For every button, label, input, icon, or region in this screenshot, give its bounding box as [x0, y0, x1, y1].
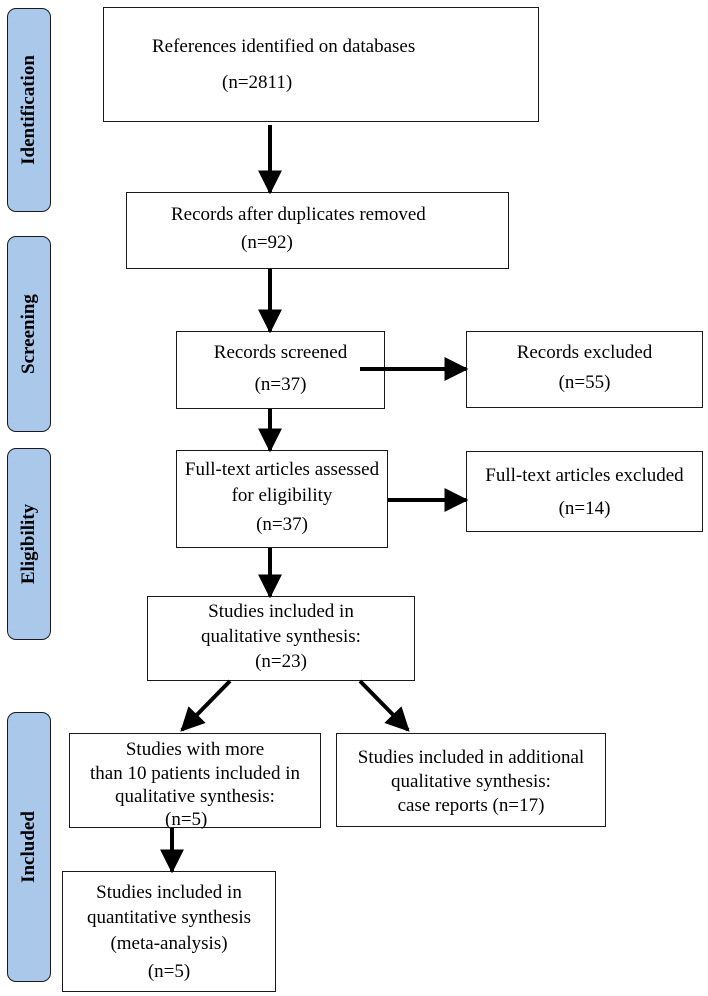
more-than-10-text-3: qualitative synthesis:: [115, 786, 275, 807]
box-records-screened: Records screened (n=37): [176, 331, 385, 409]
more-than-10-text-1: Studies with more: [125, 739, 265, 760]
fulltext-excluded-text: Full-text articles excluded: [485, 465, 684, 486]
references-identified-text: References identified on databases: [152, 36, 416, 57]
quantitative-synthesis-count: (n=5): [147, 961, 191, 982]
phase-screening: Screening: [7, 236, 51, 432]
fulltext-assessed-text-2: for eligibility: [231, 485, 333, 506]
records-screened-text: Records screened: [213, 342, 348, 363]
box-case-reports: Studies included in additional qualitati…: [336, 733, 606, 827]
box-quantitative-synthesis: Studies included in quantitative synthes…: [62, 871, 276, 992]
phase-included: Included: [7, 712, 51, 982]
case-reports-text-2: qualitative synthesis:: [391, 771, 551, 792]
box-fulltext-assessed: Full-text articles assessed for eligibil…: [176, 450, 388, 548]
box-duplicates-removed: Records after duplicates removed (n=92): [126, 192, 509, 269]
quantitative-synthesis-text-1: Studies included in: [96, 882, 242, 903]
box-records-excluded: Records excluded (n=55): [466, 331, 703, 408]
box-fulltext-excluded: Full-text articles excluded (n=14): [466, 451, 703, 532]
box-more-than-10-patients: Studies with more than 10 patients inclu…: [69, 733, 321, 830]
quantitative-synthesis-text-3: (meta-analysis): [110, 933, 228, 954]
records-screened-count: (n=37): [254, 374, 307, 395]
qualitative-synthesis-count: (n=23): [255, 651, 307, 672]
duplicates-removed-text: Records after duplicates removed: [171, 204, 426, 225]
case-reports-text-3: case reports (n=17): [397, 795, 545, 816]
fulltext-assessed-text-1: Full-text articles assessed: [184, 459, 380, 480]
arrow-qualitative-to-case-reports: [358, 679, 410, 732]
phase-eligibility: Eligibility: [7, 448, 51, 640]
quantitative-synthesis-text-2: quantitative synthesis: [86, 907, 252, 928]
arrow-qualitative-to-more-than-10: [180, 679, 232, 732]
case-reports-text-1: Studies included in additional: [357, 747, 585, 768]
more-than-10-count: (n=5): [165, 809, 208, 830]
references-identified-count: (n=2811): [222, 72, 293, 93]
box-references-identified: References identified on databases (n=28…: [103, 7, 539, 122]
more-than-10-text-2: than 10 patients included in: [89, 763, 300, 784]
records-excluded-text: Records excluded: [516, 342, 653, 363]
qualitative-synthesis-text-1: Studies included in: [208, 601, 354, 622]
phase-identification: Identification: [7, 8, 51, 212]
fulltext-excluded-count: (n=14): [558, 498, 611, 519]
duplicates-removed-count: (n=92): [241, 232, 293, 253]
qualitative-synthesis-text-2: qualitative synthesis:: [201, 626, 361, 647]
fulltext-assessed-count: (n=37): [256, 514, 308, 535]
records-excluded-count: (n=55): [558, 372, 611, 393]
